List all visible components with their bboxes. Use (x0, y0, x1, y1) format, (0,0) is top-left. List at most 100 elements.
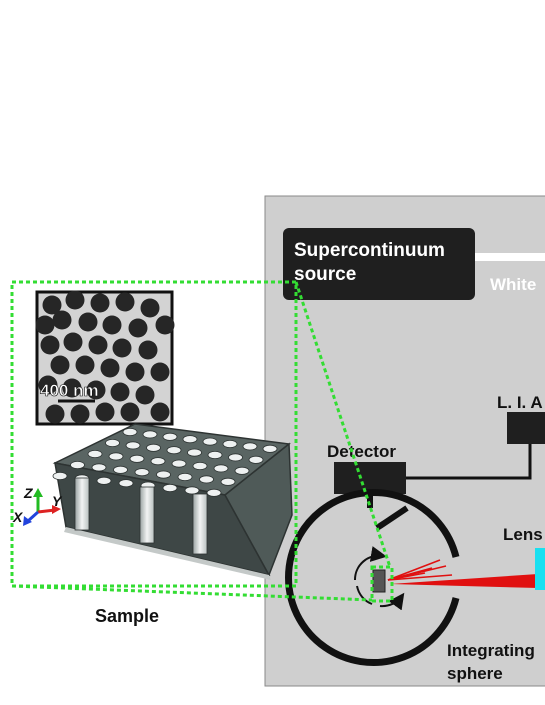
pore (242, 442, 258, 451)
pore (177, 472, 193, 481)
nanoparticle (112, 338, 132, 358)
nanoparticle (128, 318, 148, 338)
nanoparticle (78, 312, 98, 332)
nanoparticle (125, 362, 145, 382)
white-light-label: White (490, 275, 536, 294)
rotation-arrow-left (356, 585, 373, 605)
source-label-line1: Supercontinuum (294, 240, 445, 261)
axis-triad: Z Y X (12, 485, 63, 526)
integrating-sphere (285, 489, 460, 666)
lens-label: Lens (503, 525, 543, 544)
slab-side-face (224, 442, 293, 577)
pore (192, 461, 208, 470)
pore (150, 457, 166, 466)
detector-lia-wire (405, 444, 532, 480)
pore (206, 488, 222, 497)
zoom-outline (10, 280, 394, 603)
pore (202, 437, 218, 446)
detector-label: Detector (327, 442, 396, 461)
nanoparticle (110, 382, 130, 402)
nanoparticle (70, 404, 90, 424)
nanoparticle (102, 315, 122, 335)
pore (108, 452, 124, 461)
pore (234, 466, 250, 475)
pore (213, 464, 229, 473)
detector-box (334, 462, 406, 494)
nanoparticle (45, 404, 65, 424)
pore (162, 432, 178, 441)
pore (182, 435, 198, 444)
pore (122, 427, 138, 436)
porous-slab (52, 423, 293, 580)
nanoparticle (140, 298, 160, 318)
rotation-arrow-bottom (379, 592, 405, 611)
pore (156, 470, 171, 479)
nanoparticle (150, 362, 170, 382)
pore (207, 450, 223, 459)
white-light-beam (472, 253, 545, 261)
nanoparticle (150, 402, 170, 422)
pore (248, 455, 264, 464)
lia-label: L. I. A (497, 393, 543, 412)
pore (220, 477, 236, 486)
nanoparticle (50, 355, 70, 375)
nanoparticle (155, 315, 175, 335)
slab-pores (52, 427, 278, 497)
pore (96, 476, 112, 485)
nanoparticle (75, 355, 95, 375)
pore-cylinder-3 (192, 493, 208, 555)
sample-label: Sample (95, 606, 159, 626)
pore (166, 446, 182, 455)
pore (222, 439, 238, 448)
pore (87, 449, 103, 458)
pore (125, 441, 141, 450)
pore (134, 468, 150, 477)
pore (171, 459, 187, 468)
nanoparticle (135, 385, 155, 405)
sphere-label-line2: sphere (447, 664, 503, 683)
pore (146, 443, 161, 452)
nanoparticle (138, 340, 158, 360)
pore (70, 460, 85, 469)
nanoparticle (100, 358, 120, 378)
lens (535, 548, 545, 590)
pore (113, 465, 128, 474)
nanoparticle (63, 332, 83, 352)
pore (187, 448, 202, 457)
scattered-rays (387, 559, 453, 581)
pore (184, 486, 200, 495)
pore (162, 483, 178, 492)
pore-cylinder-1 (74, 477, 90, 531)
sample-holder (372, 569, 386, 593)
nanoparticle (35, 315, 55, 335)
nanoparticle (115, 292, 135, 312)
pore (129, 454, 145, 463)
nanoparticle (120, 402, 140, 422)
pore (52, 471, 68, 480)
scale-bar-label: 400 nm (40, 381, 99, 400)
pore (262, 444, 278, 453)
supercontinuum-source-box (283, 228, 475, 300)
nanoparticle (95, 402, 115, 422)
nanoparticle (52, 310, 72, 330)
pore (91, 463, 107, 472)
pore (199, 475, 214, 484)
laser-beam (390, 574, 538, 588)
pore (105, 438, 120, 447)
z-axis-label: Z (23, 485, 33, 501)
x-axis-arrow (26, 510, 40, 523)
nanoparticle (62, 378, 82, 398)
pore (228, 453, 243, 462)
nanoparticle (65, 290, 85, 310)
sphere-baffle (375, 505, 409, 531)
pore (118, 479, 134, 488)
x-axis-label: X (12, 509, 24, 525)
nanoparticle (90, 293, 110, 313)
pore-cylinder-2 (139, 486, 155, 544)
tem-micrograph: 400 nm (35, 290, 175, 426)
rotation-arrow-top (353, 546, 387, 581)
nanoparticle (40, 335, 60, 355)
lia-box (507, 412, 545, 444)
slab-bottom-edge (64, 527, 271, 580)
sphere-label-line1: Integrating (447, 641, 535, 660)
